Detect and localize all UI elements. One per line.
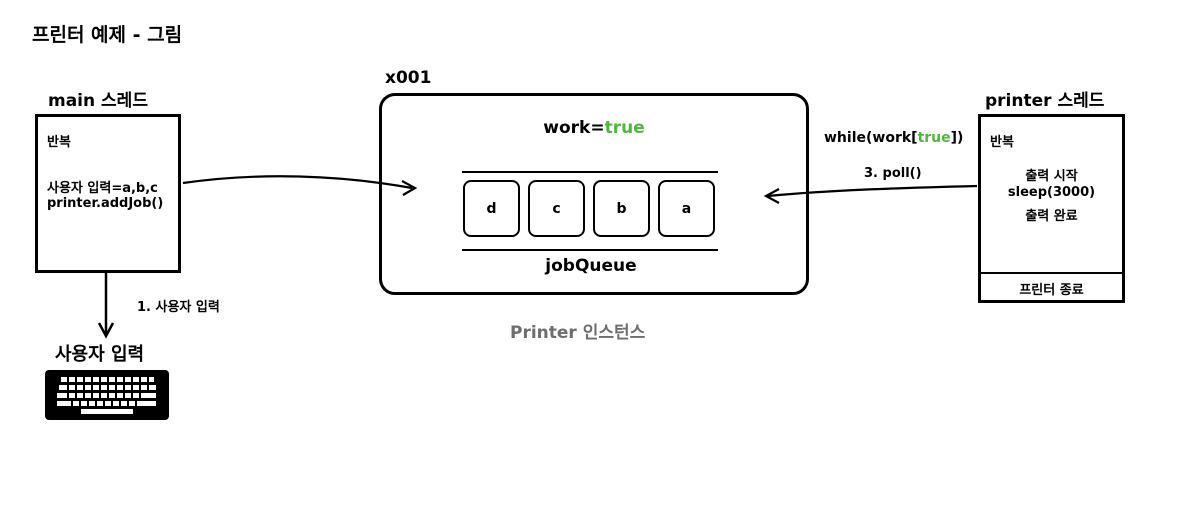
offer-arrowhead bbox=[401, 180, 418, 196]
printer-box-divider bbox=[981, 272, 1122, 274]
queue-item: b bbox=[593, 180, 650, 237]
sleep-line: sleep(3000) bbox=[1007, 185, 1096, 200]
queue-item: c bbox=[528, 180, 585, 237]
user-input-title: 사용자 입력 bbox=[55, 344, 145, 365]
queue-item: d bbox=[463, 180, 520, 237]
queue-item: a bbox=[658, 180, 715, 237]
queue-label: jobQueue bbox=[545, 256, 637, 276]
offer-arrow bbox=[182, 175, 413, 190]
work-flag-key: work= bbox=[543, 118, 605, 138]
print-start-line: 출력 시작 bbox=[1025, 169, 1078, 184]
while-suffix: ]) bbox=[950, 130, 964, 146]
printer-instance-box: work=true d c b a jobQueue bbox=[379, 93, 809, 295]
main-addjob-line: printer.addJob() bbox=[47, 196, 164, 211]
while-prefix: while(work[ bbox=[824, 130, 918, 146]
print-done-line: 출력 완료 bbox=[1025, 209, 1078, 224]
printer-end-label: 프린터 종료 bbox=[1019, 283, 1084, 298]
instance-caption: Printer 인스턴스 bbox=[510, 323, 646, 343]
main-loop-label: 반복 bbox=[47, 135, 71, 150]
user-input-arrow-label: 1. 사용자 입력 bbox=[137, 300, 220, 315]
work-flag-value: true bbox=[604, 118, 645, 138]
keyboard-icon bbox=[45, 370, 169, 420]
printer-thread-box: 반복 출력 시작 sleep(3000) 출력 완료 프린터 종료 bbox=[978, 114, 1125, 303]
main-input-line: 사용자 입력=a,b,c bbox=[47, 181, 158, 196]
job-queue: d c b a bbox=[463, 180, 723, 240]
printer-loop-label: 반복 bbox=[990, 135, 1014, 150]
poll-label: 3. poll() bbox=[864, 166, 922, 181]
queue-top-line bbox=[462, 171, 718, 173]
poll-arrow bbox=[767, 184, 978, 198]
while-value: true bbox=[917, 130, 951, 146]
user-input-arrowhead bbox=[97, 322, 115, 339]
work-flag: work=true bbox=[382, 118, 806, 138]
page-title: 프린터 예제 - 그림 bbox=[32, 24, 183, 46]
main-thread-title: main 스레드 bbox=[48, 91, 148, 111]
poll-arrowhead bbox=[763, 188, 780, 204]
while-condition: while(work[true]) bbox=[824, 130, 963, 146]
main-thread-box: 반복 사용자 입력=a,b,c printer.addJob() bbox=[35, 114, 181, 273]
printer-thread-title: printer 스레드 bbox=[985, 91, 1105, 111]
instance-ref: x001 bbox=[385, 68, 432, 88]
queue-bottom-line bbox=[462, 249, 718, 251]
